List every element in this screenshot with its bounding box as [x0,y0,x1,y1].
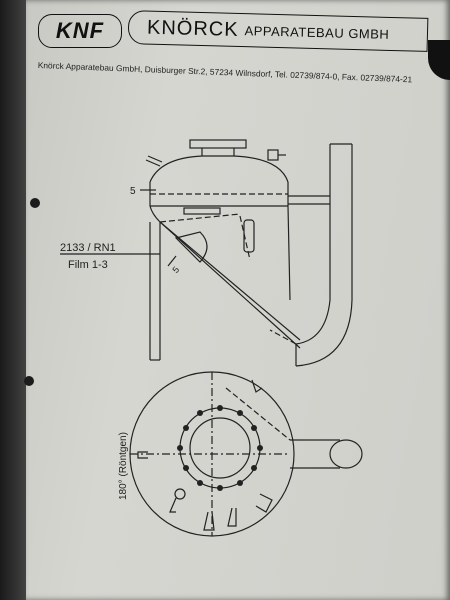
plan-outlet-pipe [290,439,340,469]
weld-label: 5 [130,186,136,197]
punch-hole-top [30,198,40,208]
top-flange [189,139,247,149]
vessel-cone [149,205,301,349]
right-fitting [267,149,279,161]
punch-hole-bottom [24,376,34,386]
binder-edge [0,0,30,600]
logo-text: KNF [55,18,105,43]
part-label: 2133 / RN1 [60,242,116,254]
film-label: Film 1-3 [68,259,108,271]
drawing-sheet [26,0,450,600]
corner-mark [428,40,450,80]
vessel-dome [149,155,289,183]
weld-label-2: 5 [170,265,181,275]
plan-pipe-end [329,439,363,469]
return-bend [295,144,353,367]
left-nozzle [145,155,163,167]
cone-manway [174,231,208,263]
angle-label: 180° (Röntgen) [118,432,129,500]
plan-bore [189,417,251,479]
outlet-pipe [288,195,330,205]
company-logo: KNF [38,14,122,48]
plan-nozzle-left [174,488,186,500]
plan-flange-ring [179,407,261,489]
